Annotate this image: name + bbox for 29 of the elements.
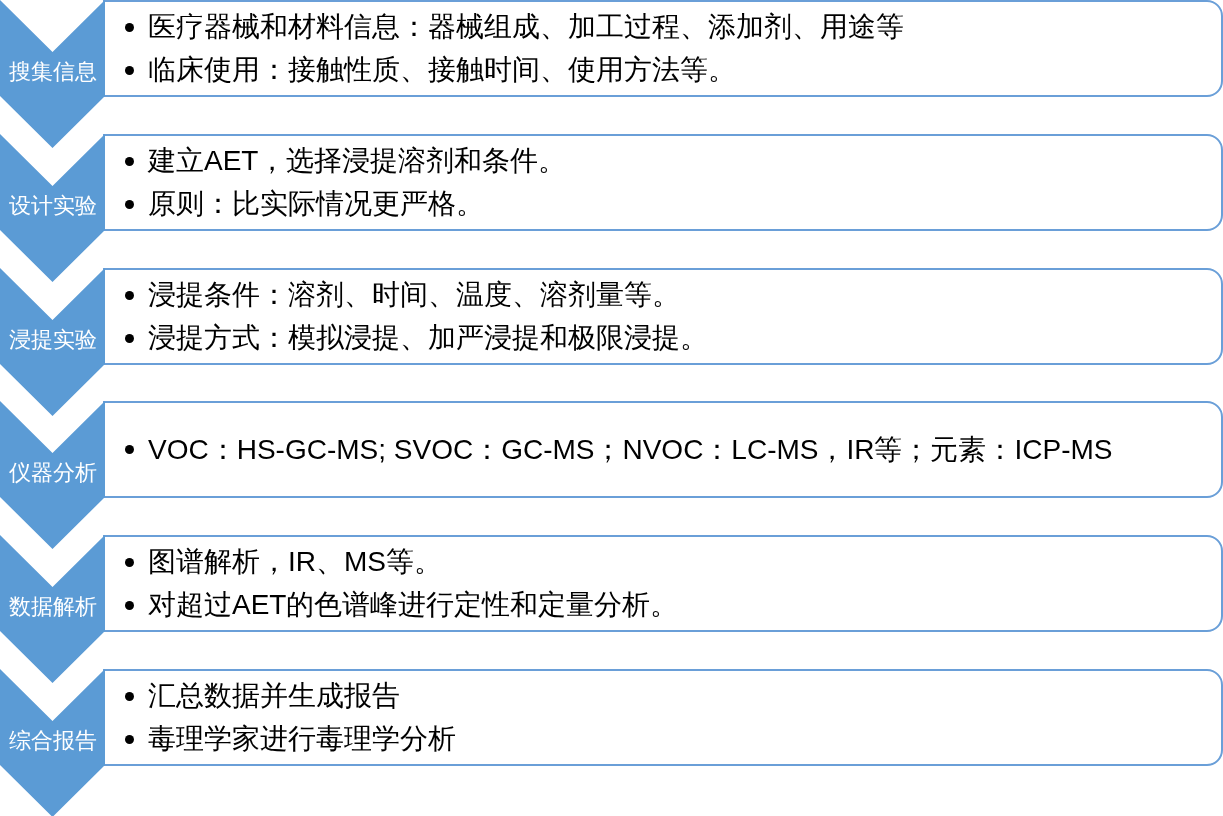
- step-label: 设计实验: [7, 192, 98, 220]
- bullet-text: 汇总数据并生成报告: [148, 679, 400, 713]
- chevron-step: [0, 535, 105, 683]
- chevron-step: [0, 134, 105, 282]
- content-box: [103, 268, 1223, 365]
- bullet-text: 浸提条件：溶剂、时间、温度、溶剂量等。: [148, 278, 680, 312]
- bullet-text: 浸提方式：模拟浸提、加严浸提和极限浸提。: [148, 321, 708, 355]
- content-box: [103, 535, 1223, 632]
- step-label: 仪器分析: [7, 459, 98, 487]
- content-box: [103, 0, 1223, 97]
- bullet-text: 图谱解析，IR、MS等。: [148, 545, 442, 579]
- bullet-text: VOC：HS-GC-MS; SVOC：GC-MS；NVOC：LC-MS，IR等；元素：ICP-MS: [148, 432, 1113, 467]
- bullet-text: 对超过AET的色谱峰进行定性和定量分析。: [148, 588, 679, 622]
- step-label: 数据解析: [7, 593, 98, 621]
- chevron-step: [0, 0, 105, 148]
- bullet-text: 原则：比实际情况更严格。: [148, 187, 484, 221]
- bullet-text: 毒理学家进行毒理学分析: [148, 722, 456, 756]
- bullet-text: 临床使用：接触性质、接触时间、使用方法等。: [148, 53, 736, 87]
- chevron-step: [0, 401, 105, 549]
- content-box: [103, 669, 1223, 766]
- step-label: 搜集信息: [7, 58, 98, 86]
- bullet-text: 建立AET，选择浸提溶剂和条件。: [148, 144, 567, 178]
- chevron-step: [0, 268, 105, 416]
- content-box: [103, 134, 1223, 231]
- content-box: [103, 401, 1223, 498]
- bullet-text: 医疗器械和材料信息：器械组成、加工过程、添加剂、用途等: [148, 10, 904, 44]
- step-label: 综合报告: [7, 727, 98, 755]
- chevron-step: [0, 669, 105, 816]
- step-label: 浸提实验: [7, 326, 98, 354]
